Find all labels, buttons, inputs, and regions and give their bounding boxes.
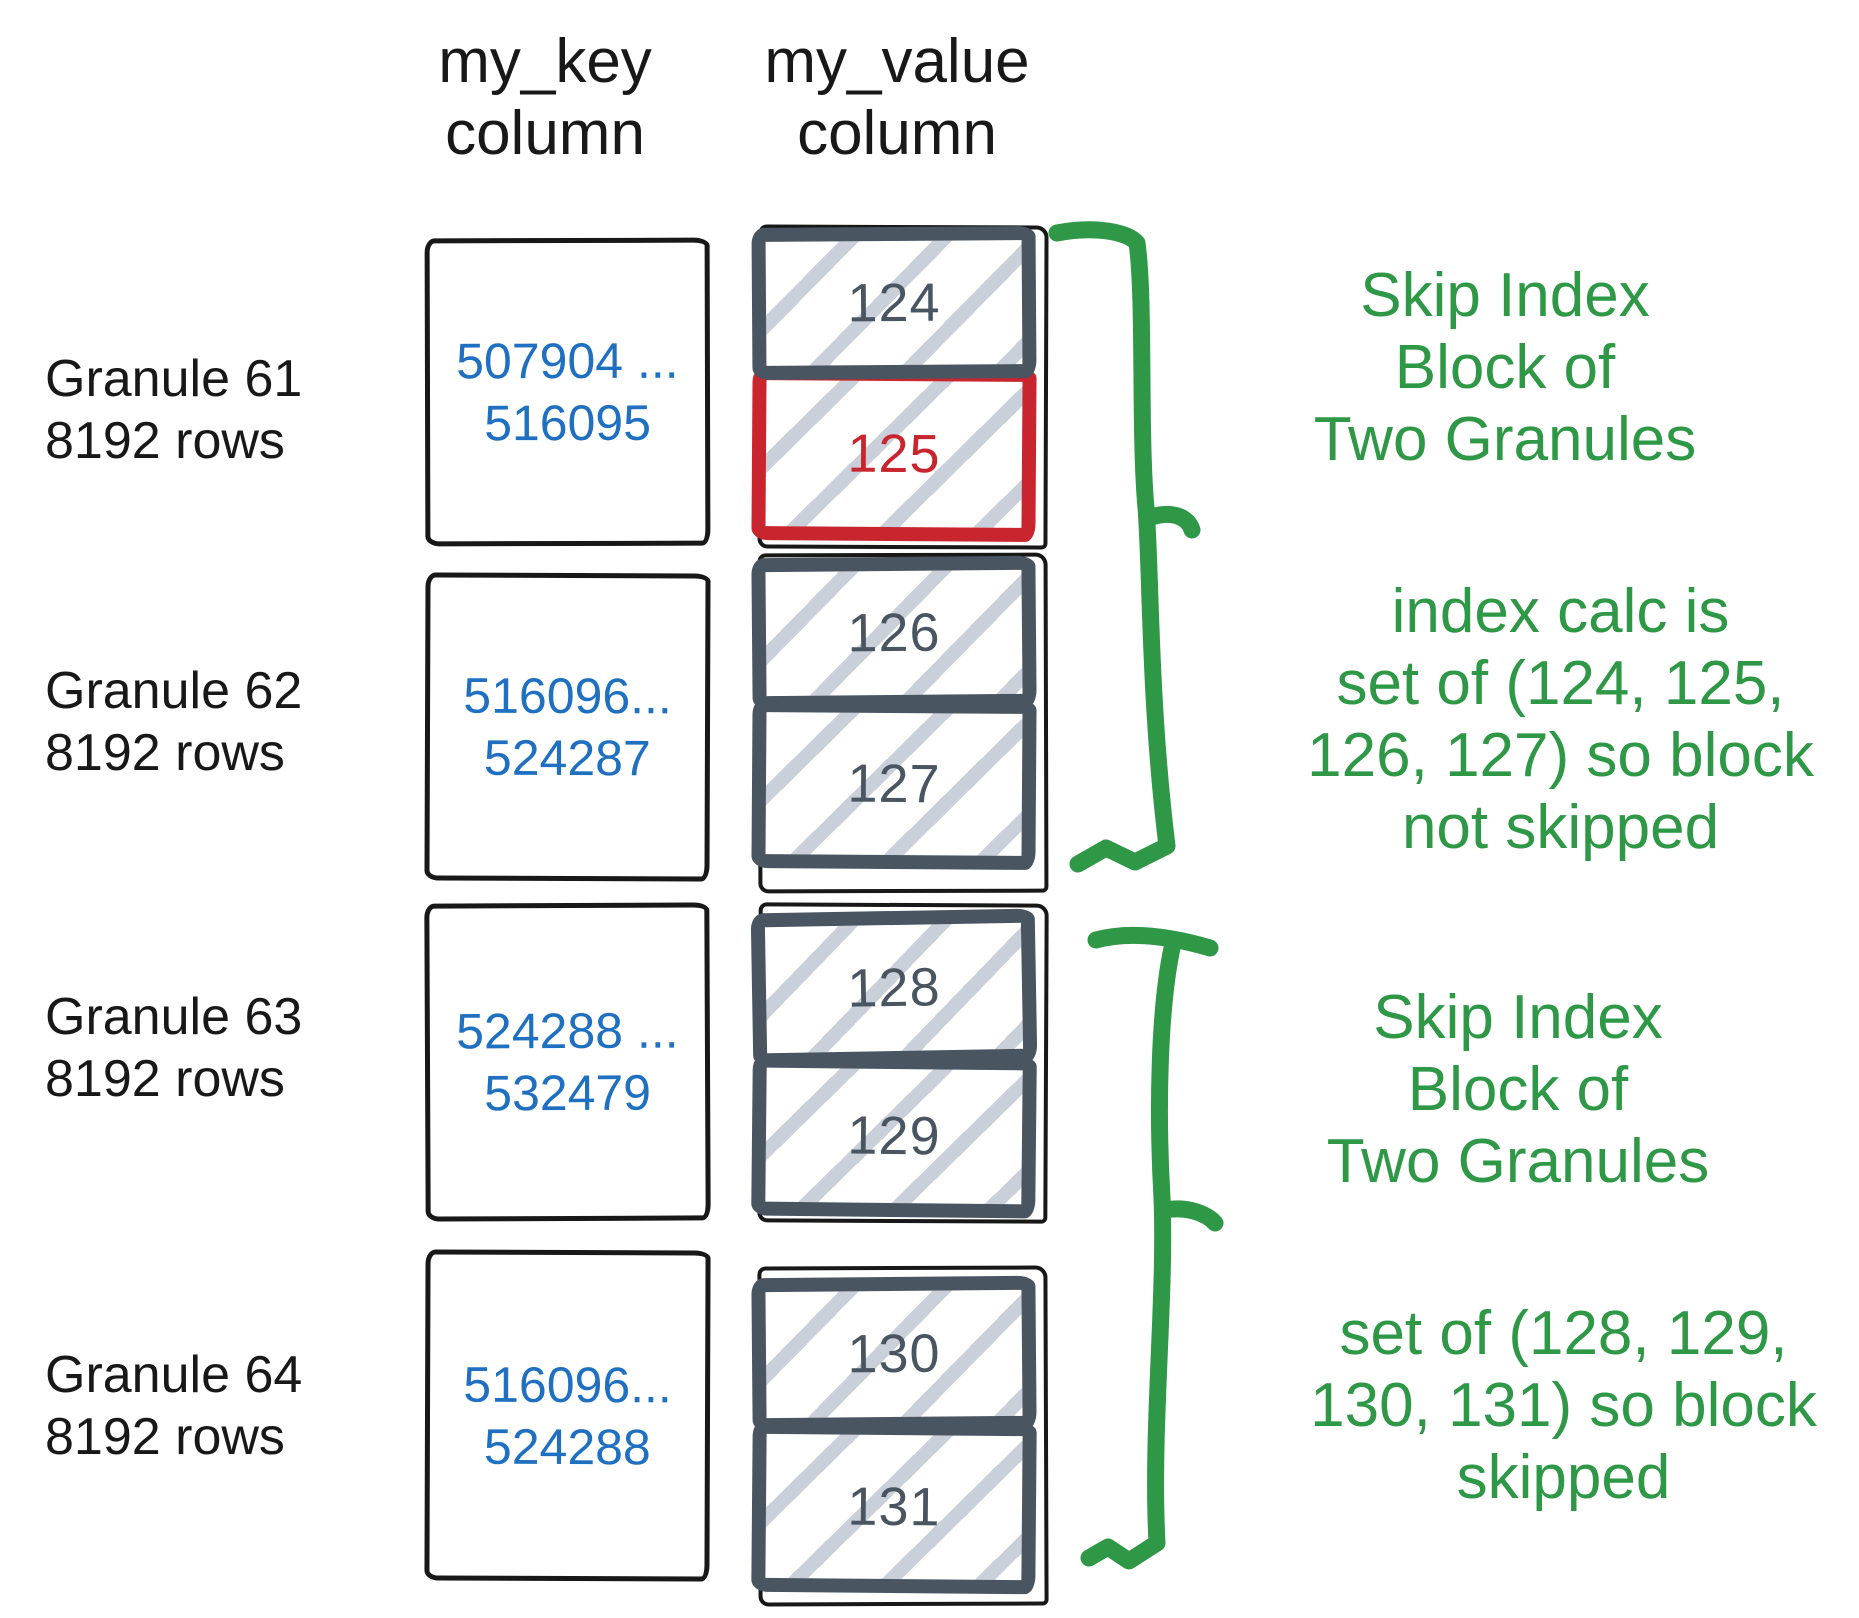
granule-63-key-box: 524288 ... 532479 (424, 902, 711, 1222)
value-column-header-line1: my_value (764, 27, 1030, 96)
key-column-header: my_key column (395, 26, 695, 170)
granule-62-label-line1: Granule 62 (45, 662, 303, 720)
granule-64-label-line2: 8192 rows (45, 1408, 285, 1466)
value-block-128-number: 128 (846, 957, 942, 1019)
annotation-1-line3: Two Granules (1313, 405, 1697, 474)
granule-63-key-max: 532479 (484, 1064, 652, 1122)
granule-63-key-min: 524288 ... (456, 1002, 679, 1060)
value-block-124: 124 (751, 226, 1037, 380)
granule-63-label-line2: 8192 rows (45, 1050, 285, 1108)
annotation-index-calc-skipped: set of (128, 129, 130, 131) so block ski… (1268, 1298, 1859, 1514)
value-column-header-line2: column (797, 99, 997, 168)
value-block-130: 130 (751, 1275, 1037, 1433)
granule-61-key-range: 507904 ... 516095 (456, 330, 679, 455)
value-block-125-highlighted: 125 (751, 366, 1037, 542)
granule-61-label-line1: Granule 61 (45, 350, 303, 408)
value-block-129: 129 (751, 1053, 1037, 1219)
key-column-header-line1: my_key (438, 27, 652, 96)
value-column-header: my_value column (742, 26, 1052, 170)
granule-61-key-max: 516095 (484, 394, 652, 452)
granule-64-key-min: 516096... (463, 1356, 672, 1413)
granule-61-label: Granule 61 8192 rows (45, 348, 335, 472)
annotation-index-calc-not-skipped: index calc is set of (124, 125, 126, 127… (1262, 576, 1859, 864)
value-block-131-number: 131 (847, 1476, 941, 1538)
granule-62-key-box: 516096... 524287 (424, 572, 711, 882)
granule-62-key-max: 524287 (483, 729, 651, 787)
annotation-1-line1: Skip Index (1360, 261, 1650, 330)
value-block-131: 131 (751, 1419, 1037, 1595)
granule-61-key-box: 507904 ... 516095 (424, 237, 711, 547)
annotation-4-line1: set of (128, 129, (1339, 1299, 1788, 1368)
value-block-127: 127 (751, 698, 1037, 870)
granule-63-label: Granule 63 8192 rows (45, 986, 335, 1110)
annotation-2-line3: 126, 127) so block (1307, 721, 1814, 790)
granule-64-key-box: 516096... 524288 (424, 1249, 711, 1582)
value-block-128: 128 (750, 908, 1038, 1068)
annotation-skip-block-1: Skip Index Block of Two Granules (1155, 260, 1855, 476)
granule-62-label: Granule 62 8192 rows (45, 660, 335, 784)
granule-61-key-min: 507904 ... (456, 332, 679, 390)
granule-62-key-range: 516096... 524287 (463, 665, 672, 790)
annotation-3-line3: Two Granules (1326, 1127, 1710, 1196)
granule-62-key-min: 516096... (463, 667, 672, 725)
granule-64-key-range: 516096... 524288 (463, 1353, 672, 1478)
granule-61-label-line2: 8192 rows (45, 412, 285, 470)
granule-62-label-line2: 8192 rows (45, 724, 285, 782)
annotation-skip-block-2: Skip Index Block of Two Granules (1168, 982, 1859, 1198)
value-block-125-number: 125 (847, 423, 941, 485)
annotation-4-line3: skipped (1456, 1443, 1671, 1512)
annotation-3-line2: Block of (1407, 1055, 1629, 1124)
annotation-4-line2: 130, 131) so block (1310, 1371, 1817, 1440)
annotation-2-line2: set of (124, 125, (1336, 649, 1785, 718)
value-block-129-number: 129 (847, 1105, 941, 1167)
value-block-124-number: 124 (847, 272, 941, 334)
granule-64-label: Granule 64 8192 rows (45, 1344, 335, 1468)
value-block-127-number: 127 (847, 753, 941, 815)
annotation-1-line2: Block of (1394, 333, 1616, 402)
annotation-2-line1: index calc is (1391, 577, 1730, 646)
granule-64-key-max: 524288 (483, 1418, 651, 1475)
value-block-130-number: 130 (847, 1323, 941, 1385)
value-block-126: 126 (751, 555, 1037, 711)
annotation-2-line4: not skipped (1401, 793, 1720, 862)
key-column-header-line2: column (445, 99, 645, 168)
granule-63-key-range: 524288 ... 532479 (456, 1000, 679, 1125)
value-block-126-number: 126 (847, 602, 941, 664)
annotation-3-line1: Skip Index (1373, 983, 1663, 1052)
granule-63-label-line1: Granule 63 (45, 988, 303, 1046)
granule-64-label-line1: Granule 64 (45, 1346, 303, 1404)
